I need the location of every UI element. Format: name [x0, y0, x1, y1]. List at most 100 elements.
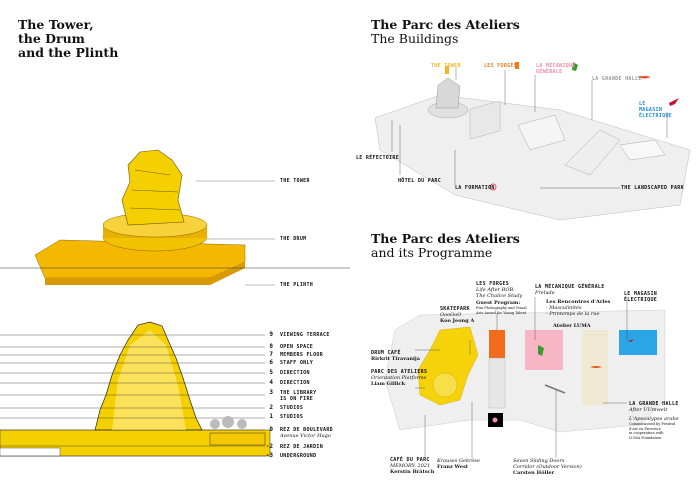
floor-label: UNDERGROUND [280, 453, 317, 459]
floor-label: REZ DE JARDIN [280, 444, 324, 450]
label-formation: LA FORMATION [455, 185, 495, 191]
callout-name: LES FORGES [476, 281, 510, 287]
callout-forges: LES FORGES Life After BOB: The Chalice S… [476, 281, 527, 315]
floor-number: -2 [265, 443, 273, 450]
callout-name: SKATEPARK [440, 306, 470, 312]
callout-artist: Franz West [437, 464, 469, 470]
callout-detail: d'Art en Provence [629, 426, 661, 431]
label-refectoire: LE RÉFECTOIRE [356, 155, 400, 161]
floor-label: STUDIOS [280, 405, 304, 411]
callout-doors: Seven Sliding Doors Corridor (Outdoor Ve… [513, 458, 582, 476]
label-forges: LES FORGES [484, 63, 518, 69]
callout-artist: Koo Jeong A [440, 318, 475, 324]
floor-label: REZ DE BOULEVARD [280, 427, 333, 433]
callout-work: Prelude [535, 290, 555, 296]
floor-label: STAFF ONLY [280, 360, 314, 366]
floor-label: DIRECTION [280, 380, 310, 386]
label-the-tower: THE TOWER [280, 178, 310, 184]
callout-name: ÉLECTRIQUE [624, 297, 658, 303]
title-line: the Drum [18, 31, 85, 46]
callout-work: After UUmwelt [629, 407, 668, 413]
callout-work: Life After BOB: [476, 287, 515, 293]
forges-area [489, 330, 505, 358]
callout-detail: LUMA Foundation [629, 435, 662, 440]
floor-label: MEMBERS FLOOR [280, 352, 324, 358]
callout-atelier-luma: Atelier LUMA [553, 323, 591, 329]
callout-work: The Chalice Study [476, 293, 523, 299]
label-grande-halle: LA GRANDE HALLE [592, 76, 642, 82]
floor-number: 6 [269, 359, 273, 366]
callout-artist: Carsten Höller [513, 470, 555, 476]
label-hotel: HÔTEL DU PARC [398, 178, 442, 184]
callout-artist: Liam Gillick [371, 381, 406, 387]
floor-note: Avenue Victor Hugo [280, 433, 331, 439]
callout-name: CAFÉ DU PARC [390, 457, 430, 463]
callout-artist: Rirkrit Tiravanija [371, 356, 420, 362]
callout-krauses: Krauses Gekröse Franz West [437, 458, 480, 470]
floor-number: -3 [265, 452, 273, 459]
floor-number: 9 [269, 331, 273, 338]
buildings-axonometric [374, 62, 691, 221]
label-mecanique: LA MÉCANIQUE GÉNÉRALE [536, 63, 576, 75]
callout-grande-halle: LA GRANDE HALLE After UUmwelt L'Apocalyp… [629, 401, 679, 440]
callout-item: - Printemps de la rue [546, 311, 600, 317]
floor-number: 4 [269, 379, 273, 386]
floor-label: STUDIOS [280, 414, 304, 420]
floor-number: 3 [269, 389, 273, 396]
callout-name: DRUM CAFÉ [371, 350, 401, 356]
floor-number: 1 [269, 413, 273, 420]
programme-title: The Parc des Ateliers [371, 231, 520, 246]
callout-name: PARC DES ATELIERS [371, 369, 428, 375]
tower-axonometric [34, 149, 275, 286]
callout-name: LA GRANDE HALLE [629, 401, 679, 407]
callout-detail: Commissioned by Festival [629, 422, 676, 426]
callout-work: OooOoO [440, 312, 462, 318]
callout-detail: Prix Photography and Visual [476, 306, 527, 310]
callout-work: MEMORY, 2021 [390, 463, 431, 469]
callout-magasin: LE MAGASIN ÉLECTRIQUE [624, 291, 657, 303]
callout-drum-cafe: DRUM CAFÉ Rirkrit Tiravanija [371, 350, 420, 362]
buildings-title: The Parc des Ateliers [371, 17, 520, 32]
floor-label: THE LIBRARY IS ON FIRE [280, 390, 317, 402]
floor-label: OPEN SPACE [280, 344, 314, 350]
callout-artist: Kerstin Brätsch [390, 469, 435, 475]
callout-cafe-parc: CAFÉ DU PARC MEMORY, 2021 Kerstin Brätsc… [390, 457, 434, 475]
callout-extra-title: L'Apocalypse arabe [629, 416, 679, 422]
label-tower: THE TOWER [431, 63, 461, 69]
callout-name: LA MÉCANIQUE GÉNÉRALE [535, 284, 605, 290]
label-the-drum: THE DRUM [280, 236, 307, 242]
callout-detail: in cooperation with [629, 431, 664, 435]
callout-detail: Arts Award for Young Talent [476, 310, 527, 315]
floor-number: 2 [269, 404, 273, 411]
title-line: and the Plinth [18, 45, 119, 60]
callout-mecanique: LA MÉCANIQUE GÉNÉRALE Prelude [535, 284, 605, 296]
buildings-subtitle: The Buildings [371, 31, 459, 46]
tower-shape [121, 149, 185, 226]
floor-number: 0 [269, 426, 273, 433]
label-landscaped-park: THE LANDSCAPED PARK [621, 185, 684, 191]
callout-item: - Masculinités [546, 305, 582, 311]
callout-name: Les Rencontres d'Arles [546, 299, 611, 305]
floor-label: DIRECTION [280, 370, 310, 376]
left-title: The Tower, the Drum and the Plinth [18, 18, 118, 60]
mecanique-area [525, 330, 563, 370]
callout-rencontres: Les Rencontres d'Arles - Masculinités - … [546, 299, 610, 317]
callout-guest: Guest Program: [476, 300, 521, 306]
label-the-plinth: THE PLINTH [280, 282, 314, 288]
callout-work: Corridor (Outdoor Version) [513, 464, 582, 470]
label-magasin: LE MAGASIN ÉLECTRIQUE [639, 101, 673, 119]
title-line: The Tower, [18, 17, 94, 32]
floor-number: 8 [269, 343, 273, 350]
callout-skatepark: SKATEPARK OooOoO Koo Jeong A [440, 306, 474, 324]
callout-work: Seven Sliding Doors [513, 458, 565, 464]
magasin-area [619, 330, 657, 355]
programme-plan [384, 297, 666, 458]
callout-work: Krauses Gekröse [437, 458, 480, 464]
callout-work: Orientation Platforms [371, 375, 427, 381]
floor-number: 5 [269, 369, 273, 376]
programme-subtitle: and its Programme [371, 245, 493, 260]
floor-number: 7 [269, 351, 273, 358]
tower-section [0, 321, 271, 457]
callout-name: LE MAGASIN [624, 291, 658, 297]
